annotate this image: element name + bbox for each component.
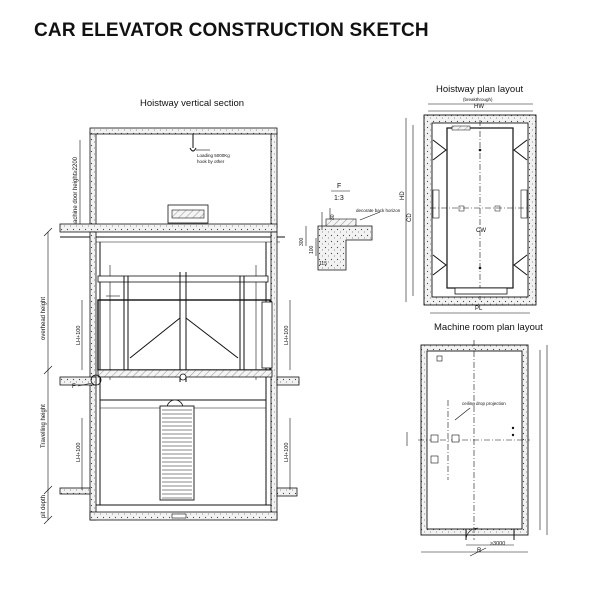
page-title: CAR ELEVATOR CONSTRUCTION SKETCH: [34, 20, 429, 41]
car-door: [261, 301, 273, 369]
lh-left-bottom: LH+100: [76, 443, 82, 462]
machine-room-r: R: [477, 548, 482, 554]
machine-room-right-wall: [270, 131, 278, 229]
machine-room-note: ceiling drop projection: [462, 401, 506, 406]
detail-f-callout: F: [72, 384, 76, 390]
travelling-height-label: Travelling height: [41, 404, 47, 448]
machine-door-height-label: machine door height≥2200: [73, 156, 79, 228]
rope-hole-3: [430, 455, 439, 464]
plan-cd: CD: [407, 213, 413, 222]
machine-room-min-width: ≥3000: [490, 541, 505, 547]
detail-f-marker: [90, 374, 102, 386]
detail-f-scale: 1:3: [334, 195, 344, 202]
detail-f: F 1:3 30 300 100 115 decorate back horiz…: [299, 183, 401, 271]
loading-label: Loading 5000Kg: [197, 153, 230, 158]
hoistway-plan: (breakthrough) HW CW HD CD PL: [400, 97, 537, 314]
plan-door: [454, 287, 508, 295]
lifting-hook: [189, 134, 197, 152]
pit-ladder: [159, 405, 195, 501]
detail-dim-100: 100: [309, 245, 315, 254]
machine-room-floor-slab: [59, 223, 278, 233]
lh-right-bottom: LH+100: [284, 443, 290, 462]
plan-subtitle: (breakthrough): [463, 97, 493, 102]
section-title: Hoistway vertical section: [140, 98, 245, 109]
plan-hd: HD: [400, 191, 406, 200]
detail-dim-300: 300: [299, 237, 305, 246]
plan-title: Hoistway plan layout: [436, 84, 524, 95]
pit-depth-label: pit depth: [41, 495, 47, 518]
hoistway-vertical-section: Loading 5000Kg hook by other machine doo…: [41, 127, 300, 525]
detail-dim-30: 30: [330, 214, 336, 220]
hook-label: hook by other: [197, 159, 225, 164]
detail-f-label: F: [337, 183, 341, 190]
rope-hole-2: [451, 434, 460, 443]
machine-room-plan: ceiling drop projection ≥3000 R: [406, 340, 548, 557]
plan-cw: CW: [476, 228, 486, 234]
plan-pl: PL: [475, 306, 483, 312]
detail-sill: [325, 218, 357, 227]
landing-sill-right: [276, 376, 300, 386]
overhead-height-label: overhead height: [41, 297, 47, 340]
detail-dim-115: 115: [319, 261, 327, 267]
left-dimension-ticks: [43, 227, 53, 525]
detail-note: decorate back horizon: [356, 208, 401, 213]
detail-slab: [317, 225, 373, 271]
lh-right-top: LH+100: [284, 326, 290, 345]
pit-landing-right: [276, 487, 298, 497]
landing-sill-left: [59, 376, 97, 386]
machine-room-title: Machine room plan layout: [434, 322, 543, 333]
machine-room-roof: [89, 127, 278, 135]
lh-left-top: LH+100: [76, 326, 82, 345]
plan-hw: HW: [474, 104, 484, 110]
car-crosshead: [97, 275, 269, 283]
rope-hole-1: [430, 434, 439, 443]
machine-room-left-wall: [89, 131, 97, 229]
